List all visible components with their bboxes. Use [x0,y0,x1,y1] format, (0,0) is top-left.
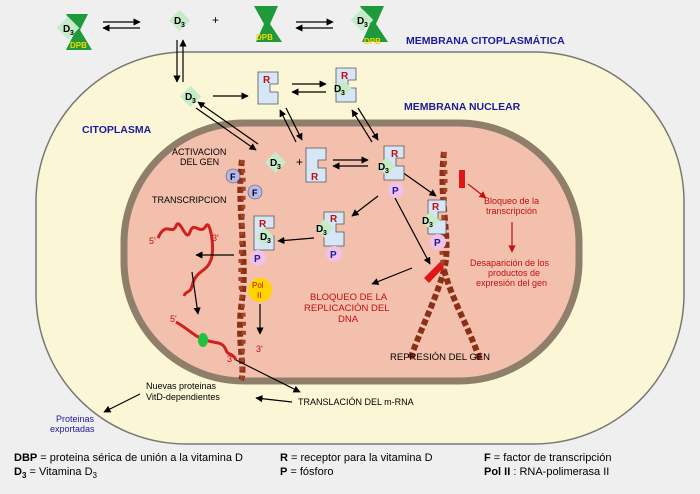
svg-text:3: 3 [341,90,345,97]
d3-molecule-cytoplasm: D 3 [179,85,202,108]
legend-d3: D3 = Vitamina D3 [14,466,97,481]
transcription-factor-2: F [247,184,263,200]
svg-text:D: D [357,16,364,27]
d3-dbp-complex-right: D 3 DPB [350,6,388,46]
d3-dbp-complex-left: D 3 DPB [56,14,92,50]
receptor-on-dna-left: R D 3 P [250,215,275,266]
svg-text:P: P [330,250,337,261]
legend-r: R = receptor para la vitamina D [280,452,433,464]
svg-text:F: F [230,172,236,182]
repression-arrows [467,183,516,253]
repressor-block-top [459,170,465,188]
svg-text:II: II [257,291,261,300]
transcription-label: TRANSCRIPCION [152,195,227,205]
disappearance-line2: productos de [488,268,540,278]
svg-text:R: R [391,149,399,160]
receptor-cytoplasm-free: R [257,71,279,105]
legend-pol: Pol II : RNA-polimerasa II [484,466,610,478]
gene-repression-label: REPRESIÓN DEL GEN [390,352,490,363]
translation-label: TRANSLACIÓN DEL m-RNA [298,397,414,407]
legend-dbp: DBP = proteina sérica de unión a la vita… [14,452,243,464]
svg-text:P: P [392,186,399,197]
svg-text:3: 3 [385,168,389,175]
receptor-nucleus-free: R [305,147,327,183]
prime3-upper: 3' [212,233,219,243]
ribosome [198,333,208,347]
receptor-phosphorylated-left: R D 3 P [315,211,345,262]
receptor-cytoplasm-bound: R D 3 [333,67,357,103]
dbp-free-center: DPB [254,6,282,42]
svg-text:D: D [334,84,341,95]
svg-text:R: R [432,202,440,213]
svg-text:D: D [378,162,385,173]
svg-text:D: D [260,232,267,243]
plus-sign-nucleus: + [296,155,303,169]
block-replication-line1: BLOQUEO DE LA [310,292,388,303]
svg-text:R: R [311,172,319,183]
pathway-arrows [102,18,437,413]
prime5-upper: 5' [149,236,156,246]
svg-text:D: D [270,158,277,169]
transcription-factor-1: F [225,168,241,184]
dbp-label: DPB [364,37,381,46]
activation-label-line2: DEL GEN [180,157,219,167]
svg-text:R: R [259,219,267,230]
svg-text:P: P [254,254,261,265]
svg-text:3: 3 [429,222,433,229]
dna-strand-right [407,151,483,361]
svg-text:D: D [422,216,429,227]
legend-f: F = factor de transcripción [484,452,612,464]
exported-proteins-line2: exportadas [50,424,95,434]
svg-text:R: R [341,71,349,82]
svg-text:R: R [330,214,338,225]
svg-text:D: D [316,224,323,235]
svg-text:3: 3 [70,30,74,37]
svg-text:3: 3 [181,22,185,29]
activation-label-line1: ACTIVACION [172,147,226,157]
rna-polymerase-ii: Pol II [248,278,272,302]
cytoplasm-label: CITOPLASMA [82,124,152,136]
mrna-translation [175,320,238,361]
svg-text:D: D [185,92,192,103]
plus-sign-top: + [212,13,219,27]
svg-text:3: 3 [267,238,271,245]
membrane-nuclear-label: MEMBRANA NUCLEAR [404,101,521,113]
block-transcription-line2: transcripción [486,206,537,216]
repressor-block-bottom [424,262,444,283]
new-proteins-line1: Nuevas proteinas [146,381,217,391]
block-replication-line3: DNA [338,314,359,325]
svg-text:3: 3 [192,98,196,105]
disappearance-line1: Desaparición de los [470,258,550,268]
block-transcription-line1: Bloqueo de la [484,196,539,206]
dbp-label: DPB [70,41,87,50]
svg-text:Pol: Pol [252,281,264,290]
disappearance-line3: expresión del gen [476,278,547,288]
prime3-pol: 3' [256,344,263,354]
new-proteins-line2: VitD-dependientes [146,392,220,402]
block-replication-line2: REPLICACIÓN DEL [304,303,390,314]
svg-text:D: D [174,16,181,27]
svg-text:3: 3 [277,164,281,171]
exported-proteins-line1: Proteinas [56,414,95,424]
receptor-phosphorylated-center: R D 3 P [377,145,405,198]
svg-text:P: P [434,238,441,249]
svg-text:3: 3 [364,22,368,29]
svg-text:F: F [252,188,258,198]
prime3-lower: 3' [227,354,234,364]
receptor-on-dna-right: R D 3 P [421,199,447,250]
dbp-label: DPB [256,33,273,42]
mrna-transcript [156,222,214,297]
legend-p: P = fósforo [280,466,334,478]
svg-text:D: D [63,24,70,35]
svg-text:R: R [263,75,271,86]
svg-text:3: 3 [323,230,327,237]
d3-molecule-top: D 3 [168,9,191,32]
prime5-lower: 5' [170,314,177,324]
membrane-cytoplasmic-label: MEMBRANA CITOPLASMÁTICA [406,34,565,47]
